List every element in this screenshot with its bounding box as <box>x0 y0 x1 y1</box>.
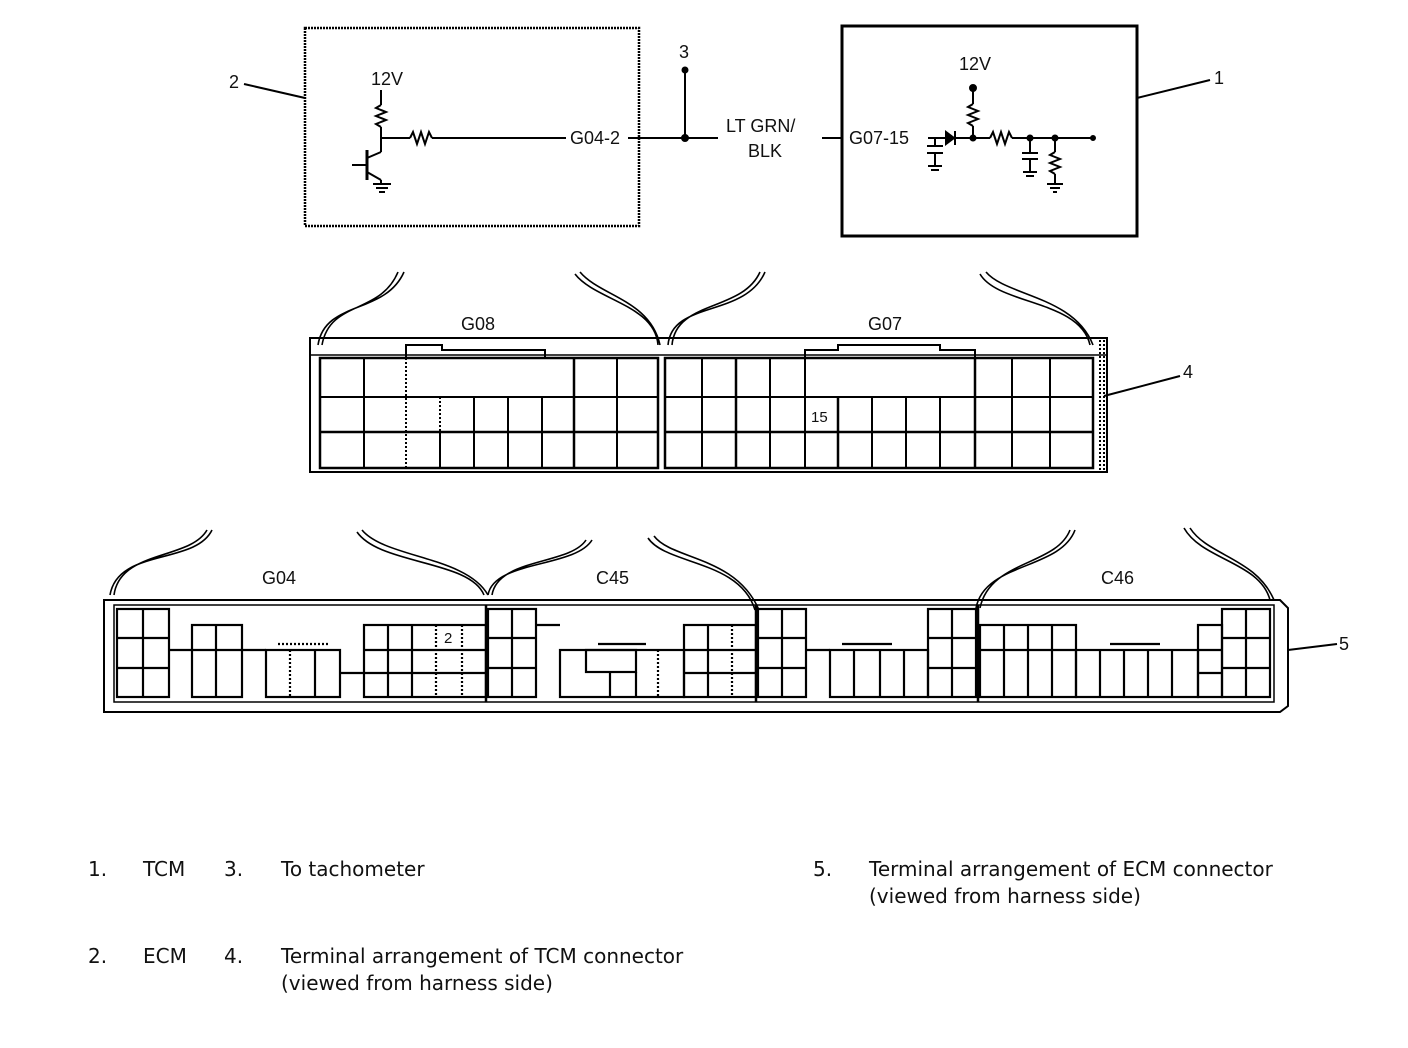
tcm-pullup-resistor <box>965 103 981 127</box>
g07-15-cell-label: 15 <box>811 409 828 426</box>
c46-label: C46 <box>1101 568 1134 588</box>
tcm-12v-label: 12V <box>959 54 991 74</box>
g08-bracket <box>317 271 405 346</box>
ecm-terminal-label: G04-2 <box>570 128 620 148</box>
callout-5: 5 <box>1339 634 1349 654</box>
legend-num-5: 5. <box>813 857 833 881</box>
ecm-pullup-resistor <box>373 104 389 128</box>
tcm-series-resistor <box>989 128 1013 148</box>
g04-bracket <box>109 529 213 596</box>
legend-num-2: 2. <box>88 944 108 968</box>
c46-terminal-grid <box>978 607 1272 699</box>
c46-bracket <box>975 529 1076 609</box>
legend-text-5b: (viewed from harness side) <box>869 884 1141 908</box>
legend-num-3: 3. <box>224 857 244 881</box>
ecm-12v-label: 12V <box>371 69 403 89</box>
callout-1: 1 <box>1214 68 1224 88</box>
g07-terminal-grid <box>663 344 1095 470</box>
legend-text-4b: (viewed from harness side) <box>281 971 553 995</box>
g04-label: G04 <box>262 568 296 588</box>
tcm-pulldown-resistor <box>1047 151 1063 175</box>
wire-color-label-2: BLK <box>748 141 782 161</box>
callout-2: 2 <box>229 72 239 92</box>
c45-terminal-grid <box>486 607 758 699</box>
legend-text-4: Terminal arrangement of TCM connector <box>281 944 684 968</box>
g04-2-cell-label: 2 <box>444 630 452 647</box>
legend-text-3: To tachometer <box>281 857 425 881</box>
tcm-connector-outline <box>309 337 1108 473</box>
mid-terminal-grid <box>756 607 978 699</box>
wire-color-label-1: LT GRN/ <box>726 116 795 136</box>
g08-label: G08 <box>461 314 495 334</box>
legend-num-1: 1. <box>88 857 108 881</box>
ecm-box <box>303 26 641 228</box>
legend-text-5: Terminal arrangement of ECM connector <box>869 857 1273 881</box>
ecm-series-resistor <box>409 128 433 148</box>
tcm-terminal-label: G07-15 <box>849 128 909 148</box>
tcm-diode <box>945 130 956 146</box>
g08-terminal-grid <box>318 344 660 470</box>
legend-abbr-ecm: ECM <box>143 944 187 968</box>
legend-num-4: 4. <box>224 944 244 968</box>
g07-label: G07 <box>868 314 902 334</box>
g07-bracket <box>667 271 766 346</box>
tcm-box <box>840 24 1139 238</box>
tcm-callout-line <box>1136 79 1211 99</box>
ecm-callout-line <box>243 83 306 99</box>
c45-label: C45 <box>596 568 629 588</box>
ecm-connector-outline <box>103 599 1289 713</box>
g04-terminal-grid <box>115 607 488 699</box>
callout-4: 4 <box>1183 362 1193 382</box>
callout-3: 3 <box>679 42 689 62</box>
c45-bracket <box>487 539 593 596</box>
legend-abbr-tcm: TCM <box>143 857 186 881</box>
